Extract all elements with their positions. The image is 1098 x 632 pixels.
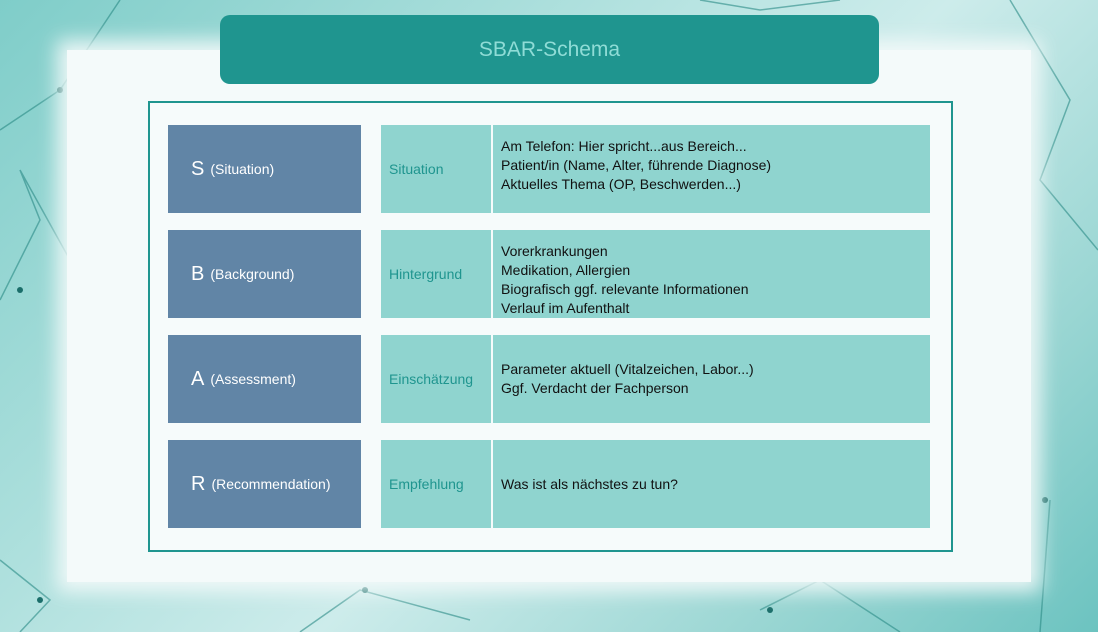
sbar-label: Empfehlung: [381, 440, 491, 528]
description-line: Aktuelles Thema (OP, Beschwerden...): [501, 176, 741, 192]
sbar-letter: S: [191, 157, 205, 180]
sbar-row-a: A (Assessment) Einschätzung Parameter akt…: [168, 335, 930, 423]
sbar-letter: R: [191, 472, 206, 495]
sbar-word: (Background): [210, 266, 295, 282]
sbar-row-b: B (Background) Hintergrund Vorerkrankunge…: [168, 230, 930, 318]
sbar-key: B (Background): [168, 230, 361, 318]
sbar-description: Was ist als nächstes zu tun?: [493, 440, 930, 528]
sbar-row-r: R (Recommendation) Empfehlung Was ist als…: [168, 440, 930, 528]
sbar-word: (Situation): [210, 161, 275, 177]
sbar-label: Einschätzung: [381, 335, 491, 423]
sbar-word: (Recommendation): [211, 476, 331, 492]
description-line: Vorerkrankungen: [501, 243, 608, 259]
sbar-key: S (Situation): [168, 125, 361, 213]
sbar-description: Am Telefon: Hier spricht...aus Bereich..…: [493, 125, 930, 213]
sbar-description: Parameter aktuell (Vitalzeichen, Labor..…: [493, 335, 930, 423]
description-line: Am Telefon: Hier spricht...aus Bereich..…: [501, 138, 747, 154]
sbar-letter: B: [191, 262, 205, 285]
sbar-letter: A: [191, 367, 205, 390]
sbar-label: Situation: [381, 125, 491, 213]
sbar-key: A (Assessment): [168, 335, 361, 423]
description-line: Patient/in (Name, Alter, führende Diagno…: [501, 157, 772, 173]
description-line: Parameter aktuell (Vitalzeichen, Labor..…: [501, 361, 754, 377]
sbar-word: (Assessment): [210, 371, 296, 387]
sbar-key: R (Recommendation): [168, 440, 361, 528]
page-title: SBAR-Schema: [220, 15, 879, 84]
sbar-label: Hintergrund: [381, 230, 491, 318]
description-line: Verlauf im Aufenthalt: [501, 300, 630, 316]
description-line: Was ist als nächstes zu tun?: [501, 475, 678, 492]
sbar-row-s: S (Situation) Situation Am Telefon: Hier …: [168, 125, 930, 213]
description-line: Ggf. Verdacht der Fachperson: [501, 380, 689, 396]
description-line: Medikation, Allergien: [501, 262, 631, 278]
description-line: Biografisch ggf. relevante Informationen: [501, 281, 749, 297]
